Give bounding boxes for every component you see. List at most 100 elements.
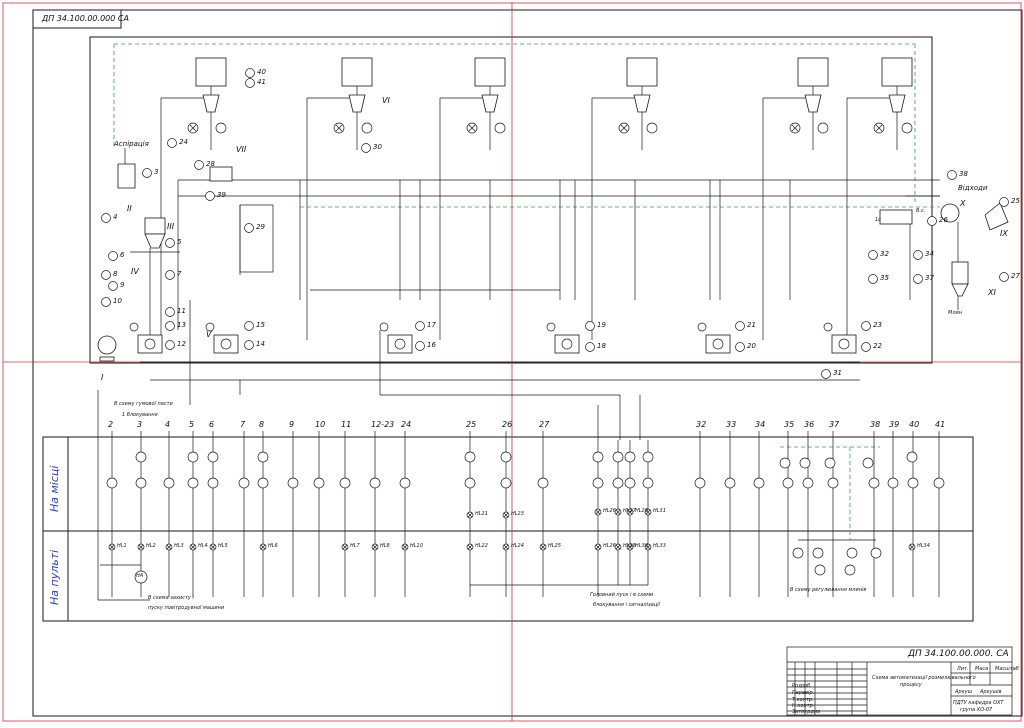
instrument-tag-8: 8: [113, 270, 118, 278]
hl-tag-13: HL24: [511, 543, 524, 549]
reg-device-1: [779, 457, 791, 469]
local-device-1: [135, 451, 147, 463]
hl-x2-19: [627, 509, 633, 515]
mill-drive-2: [220, 338, 232, 350]
instrument-bubble-37: [913, 274, 923, 284]
stamp-row-3: Т.контр.: [792, 697, 814, 703]
hl-x2-23: [909, 544, 915, 550]
cyclone-5: [804, 94, 822, 113]
hl-x2-9: [402, 544, 408, 550]
hl-x2-14: [540, 544, 546, 550]
equipment-tag-IX: IX: [1000, 229, 1008, 238]
panel-device-11: [369, 477, 381, 489]
feeder-x-b-2: [335, 124, 343, 132]
feeder-x-b-3: [468, 124, 476, 132]
feeder-x-b-4: [620, 124, 628, 132]
hl-tag-22: HL33: [653, 543, 666, 549]
filter-block: [879, 209, 913, 225]
instrument-tag-25: 25: [1011, 197, 1020, 205]
panel-device-3: [163, 477, 175, 489]
instrument-bubble-9: [108, 281, 118, 291]
equipment-tag-VII: VII: [236, 145, 247, 154]
panel-device-23: [887, 477, 899, 489]
panel-device-8: [287, 477, 299, 489]
cabinet-note-bottom-mid1: Головний пуск і в схеми: [590, 592, 654, 598]
cabinet-frame: [42, 436, 974, 622]
stamp-row-2: Перевір.: [792, 690, 815, 696]
reg-device-3: [824, 457, 836, 469]
cabinet-number-8: 8: [259, 420, 265, 429]
hl-tag-2: HL2: [146, 543, 156, 549]
cabinet-number-37: 37: [829, 420, 840, 429]
bus-device-mid-2: [612, 477, 624, 489]
cabinet-number-6: 6: [209, 420, 215, 429]
separator-XI: [951, 261, 969, 285]
cabinet-number-35: 35: [784, 420, 795, 429]
bus-device-top-3: [624, 451, 636, 463]
panel-device-7: [257, 477, 269, 489]
hl-x2-13: [503, 544, 509, 550]
hl-x2-1: [109, 544, 115, 550]
panel-device-2: [135, 477, 147, 489]
instrument-bubble-11: [165, 307, 175, 317]
outer-frame: [32, 9, 1023, 717]
instrument-tag-10: 10: [113, 297, 122, 305]
instrument-tag-27: 27: [1011, 272, 1020, 280]
panel-device-9: [313, 477, 325, 489]
mill-drive-1: [144, 338, 156, 350]
panel-device-1: [106, 477, 118, 489]
hl-x2-5: [210, 544, 216, 550]
hl-tag-17: HL27: [623, 508, 636, 514]
feeder-motor-2: [361, 122, 373, 134]
horn-HA: [134, 570, 148, 584]
instrument-bubble-22: [861, 342, 871, 352]
instrument-bubble-4: [101, 213, 111, 223]
instrument-tag-5: 5: [177, 238, 182, 246]
instrument-tag-32: 32: [880, 250, 889, 258]
instrument-bubble-28: [194, 160, 204, 170]
bottom-mill-label: Млин: [948, 310, 963, 316]
hl-tag-1: HL1: [117, 543, 127, 549]
feeder-motor-3: [494, 122, 506, 134]
cabinet-number-4: 4: [165, 420, 171, 429]
instrument-bubble-21: [735, 321, 745, 331]
panel-device-19: [782, 477, 794, 489]
instrument-tag-39: 39: [217, 191, 226, 199]
stamp-group: група ХО-07: [960, 707, 993, 713]
stamp-row-1: Розроб.: [792, 683, 812, 689]
instrument-tag-11: 11: [177, 307, 186, 315]
feeder-motor-6: [901, 122, 913, 134]
hl-tag-16: HL26: [603, 543, 616, 549]
reg-panel-low-1: [814, 564, 826, 576]
reg-panel-low-2: [844, 564, 856, 576]
aspiration-label: Аспірація: [114, 140, 149, 148]
panel-device-4: [187, 477, 199, 489]
bunker-2: [341, 57, 373, 87]
feeder-motor-4: [646, 122, 658, 134]
hl-tag-12: HL23: [511, 511, 524, 517]
feeder-x-b-5: [791, 124, 799, 132]
instrument-bubble-30: [361, 143, 371, 153]
hl-x2-22: [645, 544, 651, 550]
panel-device-10: [339, 477, 351, 489]
cabinet-number-9: 9: [289, 420, 295, 429]
instrument-bubble-32: [868, 250, 878, 260]
panel-device-25: [933, 477, 945, 489]
stamp-sheet: Аркуш: [955, 689, 973, 695]
bunker-4: [626, 57, 658, 87]
cyclone-4: [633, 94, 651, 113]
instrument-bubble-14: [244, 340, 254, 350]
feeder-motor-5: [817, 122, 829, 134]
blower-base: [99, 356, 115, 362]
instrument-bubble-6: [108, 251, 118, 261]
hl-tag-3: HL3: [174, 543, 184, 549]
instrument-tag-9: 9: [120, 281, 125, 289]
bus-device-top-1: [592, 451, 604, 463]
hl-tag-20: HL30: [635, 543, 648, 549]
bus-device-top-4: [642, 451, 654, 463]
process-field-frame: [89, 36, 933, 364]
instrument-bubble-39: [205, 191, 215, 201]
panel-device-21: [827, 477, 839, 489]
cabinet-note-top-left: В схему гумової пасти: [114, 401, 173, 407]
local-device-7: [906, 451, 918, 463]
